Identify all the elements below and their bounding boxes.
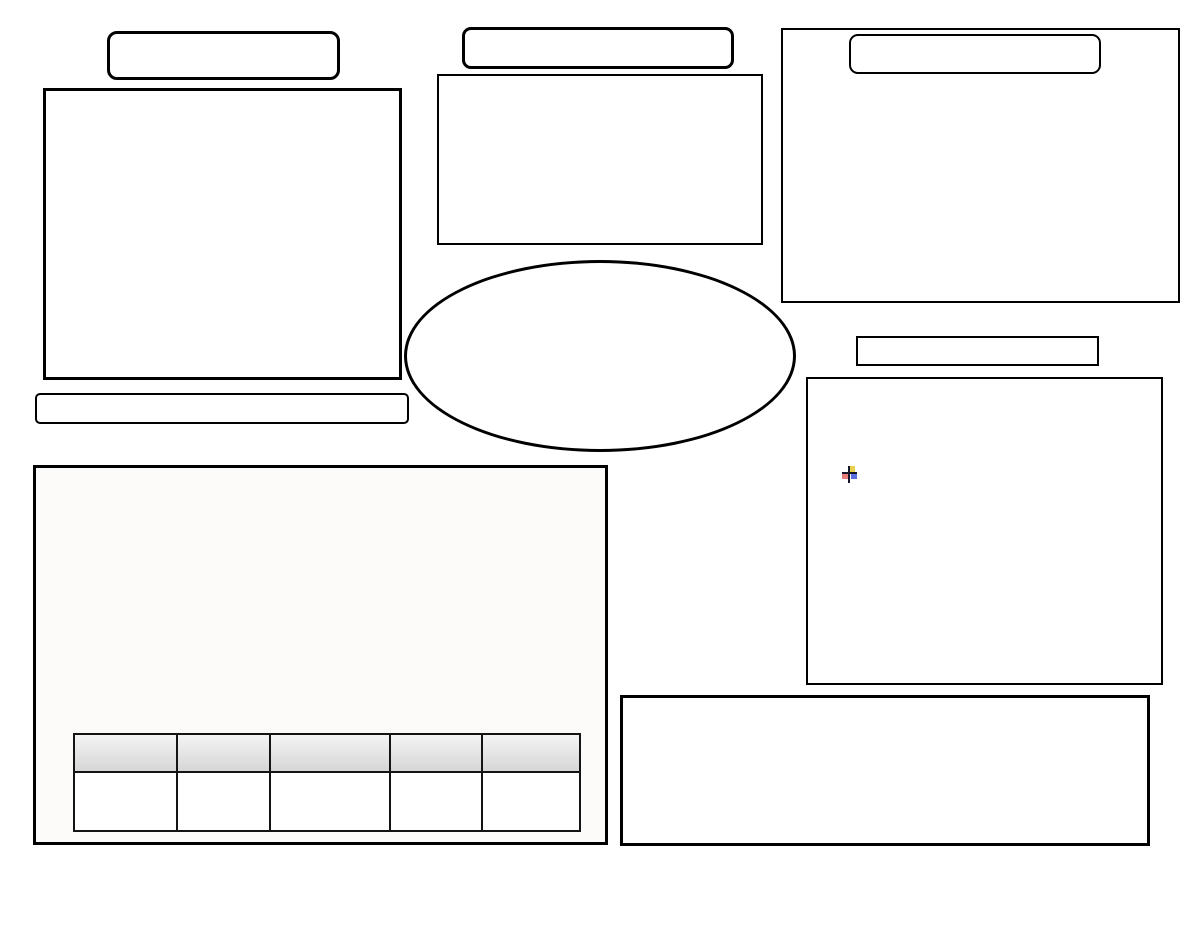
- diagnosis-title-box: [849, 34, 1101, 74]
- nsr-ecg-image: [73, 516, 581, 733]
- causes-box: [43, 88, 402, 380]
- sb-ecg-image: [631, 753, 1143, 841]
- col-header: [175, 733, 272, 773]
- cell-rhythm: [175, 771, 272, 832]
- treatment-note-text: [866, 462, 1111, 483]
- col-header: [388, 733, 484, 773]
- table-row: [73, 771, 581, 832]
- sinus-bradycardia-strip-panel: [620, 695, 1150, 846]
- treatment-note: [842, 462, 1149, 483]
- col-header: [73, 733, 178, 773]
- colored-cross-bullet-icon: [842, 466, 857, 483]
- cell-pr-interval: [388, 771, 484, 832]
- table-header-row: [73, 733, 581, 773]
- normal-sinus-rhythm-panel: [33, 465, 608, 845]
- cell-qrs: [481, 771, 581, 832]
- signs-box: [437, 74, 763, 245]
- treatment-box: [806, 377, 1163, 685]
- comparison-ecgs-label-box: [35, 393, 409, 424]
- central-node-ellipse: [404, 260, 796, 452]
- cell-p-wave: [269, 771, 391, 832]
- col-header: [269, 733, 391, 773]
- signs-title-box: [462, 27, 734, 69]
- treatment-title-box: [856, 336, 1099, 366]
- col-header: [481, 733, 581, 773]
- causes-title-box: [107, 31, 340, 80]
- nsr-criteria-table: [73, 733, 581, 832]
- cell-heart-rate: [73, 771, 178, 832]
